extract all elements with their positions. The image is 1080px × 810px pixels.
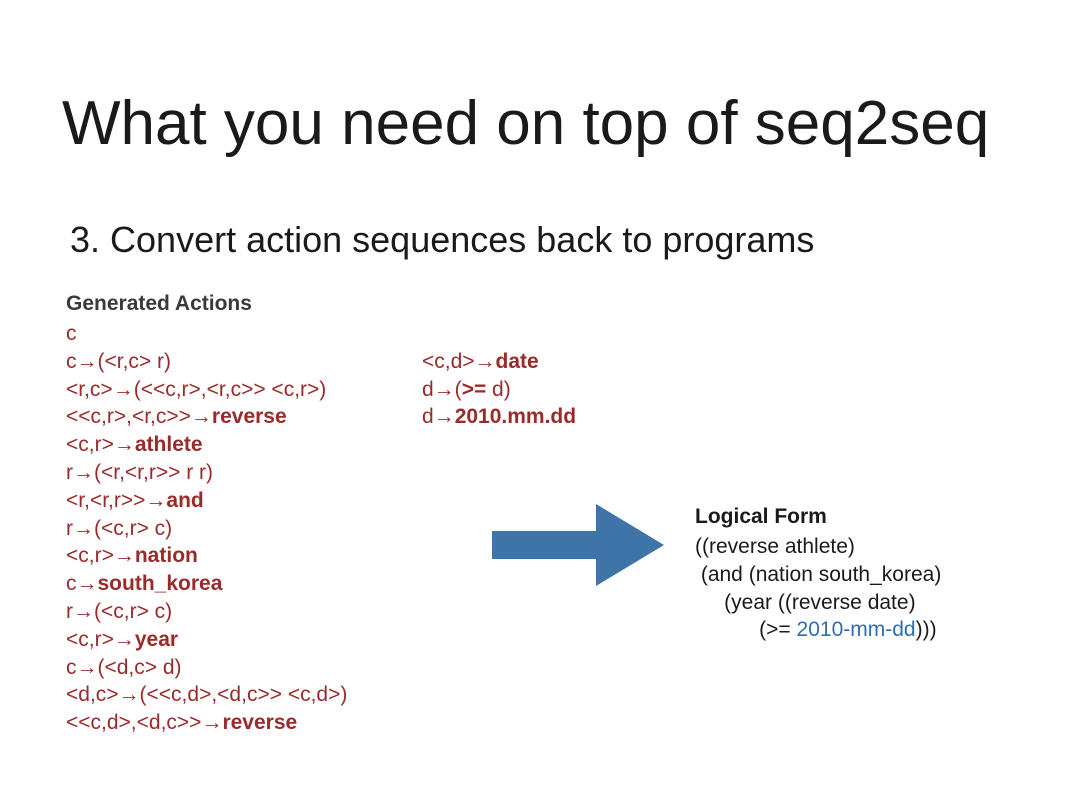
action-line: <<c,d>,<d,c>>→reverse: [66, 709, 347, 737]
action-line: <r,c>→(<<c,r>,<r,c>> <c,r>): [66, 376, 347, 404]
action-line: <r,<r,r>>→and: [66, 487, 347, 515]
action-plain-text: <r,<r,r>>→: [66, 488, 167, 512]
logical-form-line: (and (nation south_korea): [695, 561, 942, 589]
action-line: c→(<r,c> r): [66, 348, 347, 376]
action-bold-text: 2010.mm.dd: [454, 405, 577, 429]
action-plain-text: <<c,d>,<d,c>>→: [66, 711, 223, 735]
action-plain-text: c→(<r,c> r): [66, 349, 172, 373]
logical-form-text: (year ((reverse date): [695, 590, 916, 614]
action-plain-text: <c,r>→: [66, 433, 135, 457]
action-tail-text: d): [486, 377, 511, 401]
action-plain-text: <c,r>→: [66, 627, 135, 651]
action-plain-text: <c,r>→: [66, 544, 135, 568]
action-line: <<c,r>,<r,c>>→reverse: [66, 403, 347, 431]
action-plain-text: r→(<r,<r,r>> r r): [66, 460, 214, 484]
action-bold-text: south_korea: [97, 572, 223, 596]
action-bold-text: reverse: [222, 711, 298, 735]
action-line: [422, 320, 576, 348]
action-bold-text: date: [495, 349, 539, 373]
logical-form-text: (>=: [695, 618, 797, 642]
action-plain-text: d→: [422, 405, 455, 429]
action-plain-text: r→(<c,r> c): [66, 516, 173, 540]
logical-form-lines: ((reverse athlete) (and (nation south_ko…: [695, 533, 941, 644]
action-plain-text: <r,c>→(<<c,r>,<r,c>> <c,r>): [66, 377, 327, 401]
action-line: c→(<d,c> d): [66, 654, 347, 682]
slide-subtitle: 3. Convert action sequences back to prog…: [70, 219, 815, 260]
logical-form-text: ((reverse athlete): [695, 535, 855, 558]
action-plain-text: d→(: [422, 377, 462, 401]
action-plain-text: <c,d>→: [422, 349, 496, 373]
action-line: r→(<r,<r,r>> r r): [66, 459, 347, 487]
action-line: d→2010.mm.dd: [422, 403, 576, 431]
logical-form-tail: ))): [915, 618, 937, 642]
action-plain-text: c→: [66, 572, 98, 596]
action-plain-text: <d,c>→(<<c,d>,<d,c>> <c,d>): [66, 683, 348, 707]
action-line: r→(<c,r> c): [66, 515, 347, 543]
action-line: c: [66, 320, 347, 348]
action-plain-text: <<c,r>,<r,c>>→: [66, 405, 212, 429]
logical-form-text: (and (nation south_korea): [695, 562, 942, 586]
action-line: <c,r>→year: [66, 626, 347, 654]
action-bold-text: athlete: [134, 433, 203, 457]
action-line: <c,r>→nation: [66, 542, 347, 570]
action-line: <c,r>→athlete: [66, 431, 347, 459]
action-bold-text: >=: [461, 377, 487, 401]
generated-actions-heading: Generated Actions: [66, 292, 252, 315]
action-line: c→south_korea: [66, 570, 347, 598]
action-bold-text: and: [166, 488, 204, 512]
action-plain-text: c: [66, 322, 77, 345]
logical-form-line: (year ((reverse date): [695, 589, 941, 617]
action-bold-text: reverse: [211, 405, 287, 429]
logical-form-highlight: 2010-mm-dd: [796, 618, 916, 642]
right-arrow-icon: [492, 504, 664, 586]
action-line: r→(<c,r> c): [66, 598, 347, 626]
action-plain-text: c→(<d,c> d): [66, 655, 182, 679]
logical-form-heading: Logical Form: [695, 505, 827, 528]
logical-form-line: ((reverse athlete): [695, 533, 941, 561]
action-bold-text: nation: [134, 544, 198, 568]
slide-title: What you need on top of seq2seq: [62, 89, 990, 158]
action-bold-text: year: [134, 627, 179, 651]
action-plain-text: r→(<c,r> c): [66, 599, 173, 623]
action-line: d→(>= d): [422, 376, 576, 404]
logical-form-line: (>= 2010-mm-dd))): [695, 616, 941, 644]
action-line: <d,c>→(<<c,d>,<d,c>> <c,d>): [66, 681, 347, 709]
action-line: <c,d>→date: [422, 348, 576, 376]
